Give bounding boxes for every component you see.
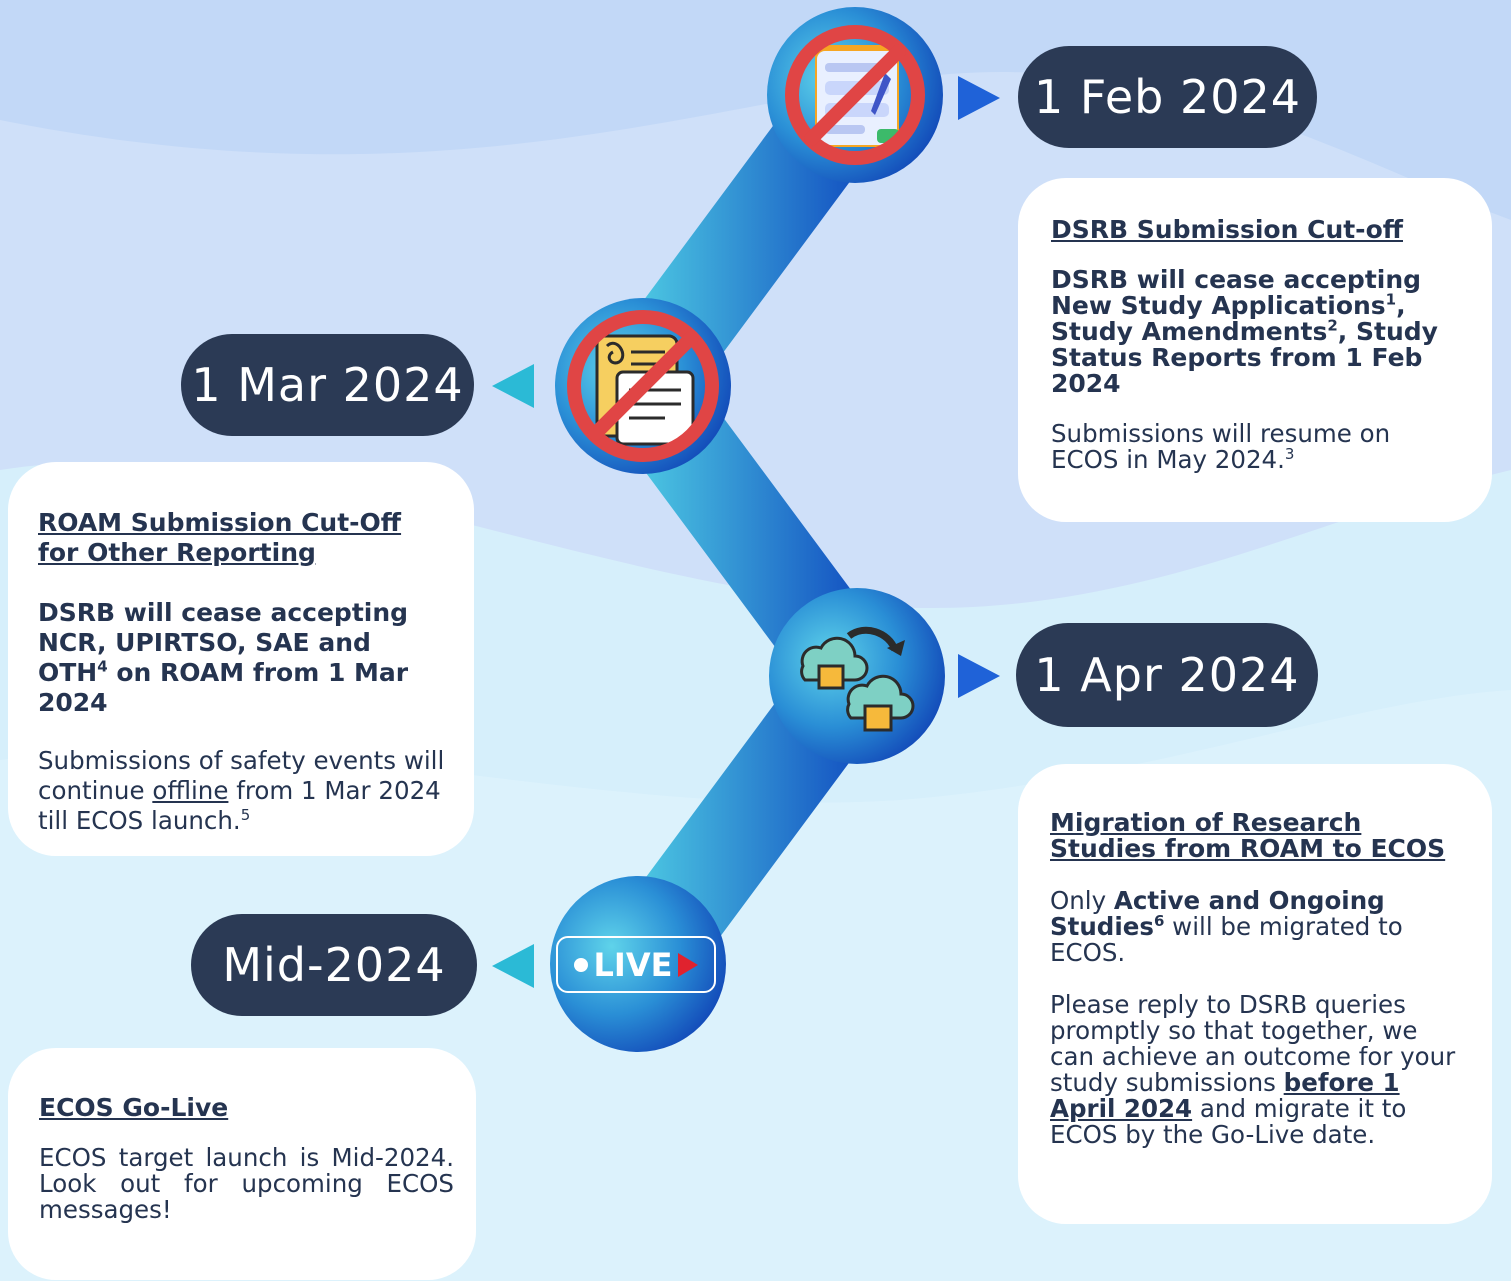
live-badge-icon: LIVE [556, 936, 716, 993]
date-label: 1 Apr 2024 [1034, 648, 1300, 702]
no-document-icon [555, 298, 731, 474]
offline-text: offline [152, 776, 229, 805]
date-label: Mid-2024 [222, 938, 446, 992]
text-part: , Study Amendments [1051, 291, 1406, 346]
card-paragraph: Only Active and Ongoing Studies6 will be… [1050, 888, 1462, 966]
card-dsrb-cutoff: DSRB Submission Cut-off DSRB will cease … [1018, 178, 1492, 522]
arrow-left-mar [492, 364, 534, 408]
text-part: Submissions of safety events will contin… [38, 746, 445, 805]
deadline-text: before 1 April 2024 [1050, 1068, 1400, 1123]
cloud-migration-icon [769, 588, 945, 764]
date-label: 1 Mar 2024 [191, 358, 464, 412]
arrow-right-feb [958, 76, 1000, 120]
text-part: , Study Status Reports from 1 Feb 2024 [1051, 317, 1438, 398]
card-note: Submissions will resume on ECOS in May 2… [1051, 421, 1462, 473]
date-pill-mar: 1 Mar 2024 [181, 334, 474, 436]
card-paragraph: Please reply to DSRB queries promptly so… [1050, 992, 1462, 1148]
text-part: Please reply to DSRB queries promptly so… [1050, 990, 1456, 1097]
date-label: 1 Feb 2024 [1033, 70, 1302, 124]
arrow-right-apr [958, 654, 1000, 698]
play-icon [678, 952, 699, 977]
text-part: DSRB will cease accepting NCR, UPIRTSO, … [38, 598, 409, 687]
card-note: Submissions of safety events will contin… [38, 746, 446, 836]
text-part: will be migrated to ECOS. [1050, 912, 1403, 967]
card-heading: ECOS Go-Live [39, 1093, 229, 1122]
footnote-ref: 4 [97, 657, 108, 676]
live-dot [573, 957, 588, 972]
card-ecos-golive: ECOS Go-Live ECOS target launch is Mid-2… [8, 1048, 476, 1280]
text-part: Only [1050, 886, 1114, 915]
card-heading: ROAM Submission Cut-Off for Other Report… [38, 508, 402, 567]
text-part: on ROAM from 1 Mar 2024 [38, 658, 409, 717]
footnote-ref: 5 [240, 805, 251, 824]
no-form-icon [767, 7, 943, 183]
footnote-ref: 1 [1385, 290, 1397, 309]
footnote-ref: 2 [1327, 316, 1338, 335]
card-bold-text: DSRB will cease accepting New Study Appl… [1051, 267, 1462, 397]
text-part: and migrate it to ECOS by the Go-Live da… [1050, 1094, 1407, 1149]
card-migration: Migration of Research Studies from ROAM … [1018, 764, 1492, 1224]
date-pill-feb: 1 Feb 2024 [1018, 46, 1317, 148]
text-part: DSRB will cease accepting New Study Appl… [1051, 265, 1422, 320]
card-bold-text: DSRB will cease accepting NCR, UPIRTSO, … [38, 598, 446, 718]
text-part: from 1 Mar 2024 till ECOS launch. [38, 776, 441, 835]
arrow-left-mid [492, 944, 534, 988]
date-pill-mid: Mid-2024 [191, 914, 477, 1016]
live-label: LIVE [593, 945, 673, 984]
footnote-ref: 3 [1284, 444, 1295, 463]
card-paragraph: ECOS target launch is Mid-2024. Look out… [39, 1143, 454, 1224]
card-heading: Migration of Research Studies from ROAM … [1050, 808, 1446, 863]
footnote-ref: 6 [1153, 911, 1165, 930]
card-roam-cutoff: ROAM Submission Cut-Off for Other Report… [8, 462, 474, 856]
text-part: Active and Ongoing Studies [1050, 886, 1385, 941]
card-heading: DSRB Submission Cut-off [1051, 215, 1403, 244]
text-part: Submissions will resume on ECOS in May 2… [1051, 419, 1391, 474]
date-pill-apr: 1 Apr 2024 [1016, 623, 1318, 727]
